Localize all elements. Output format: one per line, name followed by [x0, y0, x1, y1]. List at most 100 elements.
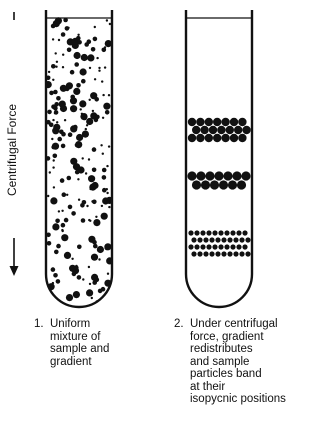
band-particle: [236, 230, 241, 235]
mixture-particle: [68, 132, 73, 137]
mixture-particle: [91, 47, 96, 52]
mixture-particle: [82, 200, 87, 205]
mixture-particle: [109, 23, 111, 25]
mixture-particle: [100, 144, 102, 146]
mixture-particle: [87, 54, 94, 61]
band-particle: [200, 244, 205, 249]
mixture-particle: [75, 143, 80, 148]
mixture-particle: [53, 154, 58, 159]
mixture-particle: [105, 110, 110, 115]
mixture-particle: [55, 219, 60, 224]
mixture-particle: [61, 210, 63, 212]
mixture-particle: [66, 194, 68, 196]
mixture-particle: [53, 20, 60, 27]
band-particle: [239, 237, 244, 242]
mixture-particle: [81, 54, 88, 61]
mixture-particle: [77, 38, 79, 40]
mixture-particle: [49, 91, 54, 96]
band-particle: [188, 118, 196, 126]
mixture-particle: [47, 195, 49, 197]
mixture-particle: [77, 178, 79, 180]
band-particle: [194, 244, 199, 249]
mixture-particle: [73, 163, 80, 170]
mixture-particle: [53, 124, 60, 131]
band-particle: [188, 230, 193, 235]
band-particle: [238, 118, 246, 126]
mixture-particle: [89, 67, 91, 69]
mixture-particle: [49, 171, 51, 173]
mixture-particle: [86, 205, 88, 207]
band-particle: [230, 230, 235, 235]
mixture-particle: [70, 70, 75, 75]
mixture-particle: [56, 244, 61, 249]
mixture-particle: [80, 68, 87, 75]
mixture-particle: [102, 153, 104, 155]
band-particle: [233, 251, 238, 256]
mixture-particle: [52, 119, 54, 121]
mixture-particle: [77, 34, 79, 36]
band-particle: [210, 180, 219, 189]
band-particle: [224, 244, 229, 249]
band-particle: [196, 171, 205, 180]
band-particle: [219, 180, 228, 189]
mixture-particle: [73, 291, 80, 298]
mixture-particle: [94, 97, 99, 102]
mixture-particle: [88, 219, 90, 221]
band-particle: [197, 237, 202, 242]
mixture-particle: [98, 289, 103, 294]
mixture-particle: [71, 211, 76, 216]
mixture-particle: [48, 71, 50, 73]
mixture-particle: [70, 105, 77, 112]
mixture-particle: [51, 138, 53, 140]
band-particle: [191, 251, 196, 256]
mixture-particle: [62, 66, 64, 68]
mixture-particle: [104, 46, 106, 48]
mixture-particle: [92, 168, 97, 173]
band-particle: [206, 230, 211, 235]
mixture-particle: [55, 52, 57, 54]
mixture-particle: [88, 175, 95, 182]
mixture-particle: [76, 83, 81, 88]
band-particle: [230, 244, 235, 249]
band-particle: [191, 237, 196, 242]
mixture-particle: [77, 275, 82, 280]
mixture-particle: [101, 205, 103, 207]
band-particle: [205, 134, 213, 142]
band-particle: [203, 251, 208, 256]
mixture-particle: [56, 61, 58, 63]
band-particle: [230, 118, 238, 126]
mixture-particle: [67, 27, 69, 29]
band-particle: [221, 237, 226, 242]
mixture-particle: [102, 117, 104, 119]
band-particle: [188, 134, 196, 142]
banded-particles: [187, 118, 250, 257]
mixture-particle: [71, 258, 73, 260]
mixture-particle: [94, 26, 96, 28]
mixture-particle: [80, 113, 87, 120]
mixture-particle: [49, 123, 54, 128]
band-particle: [215, 237, 220, 242]
band-particle: [236, 244, 241, 249]
mixture-particle: [86, 118, 93, 125]
mixture-particle: [96, 57, 98, 59]
band-particle: [200, 230, 205, 235]
centrifugal-force-text: Centrifugal Force: [4, 70, 20, 230]
band-particle: [212, 230, 217, 235]
mixture-particle: [76, 134, 83, 141]
mixture-particle: [67, 48, 72, 53]
band-particle: [212, 244, 217, 249]
band-particle: [205, 171, 214, 180]
mixture-particle: [54, 250, 59, 255]
band-particle: [224, 230, 229, 235]
band-particle: [214, 171, 223, 180]
caption-1-number: 1.: [34, 318, 44, 331]
mixture-particle: [91, 297, 93, 299]
mixture-particle: [104, 243, 111, 250]
mixture-particle: [91, 274, 98, 281]
band-particle: [192, 126, 200, 134]
band-particle: [242, 126, 250, 134]
mixture-particle: [89, 99, 91, 101]
mixture-particle: [60, 178, 65, 183]
mixture-particle: [85, 128, 87, 130]
mixture-particle: [92, 147, 97, 152]
